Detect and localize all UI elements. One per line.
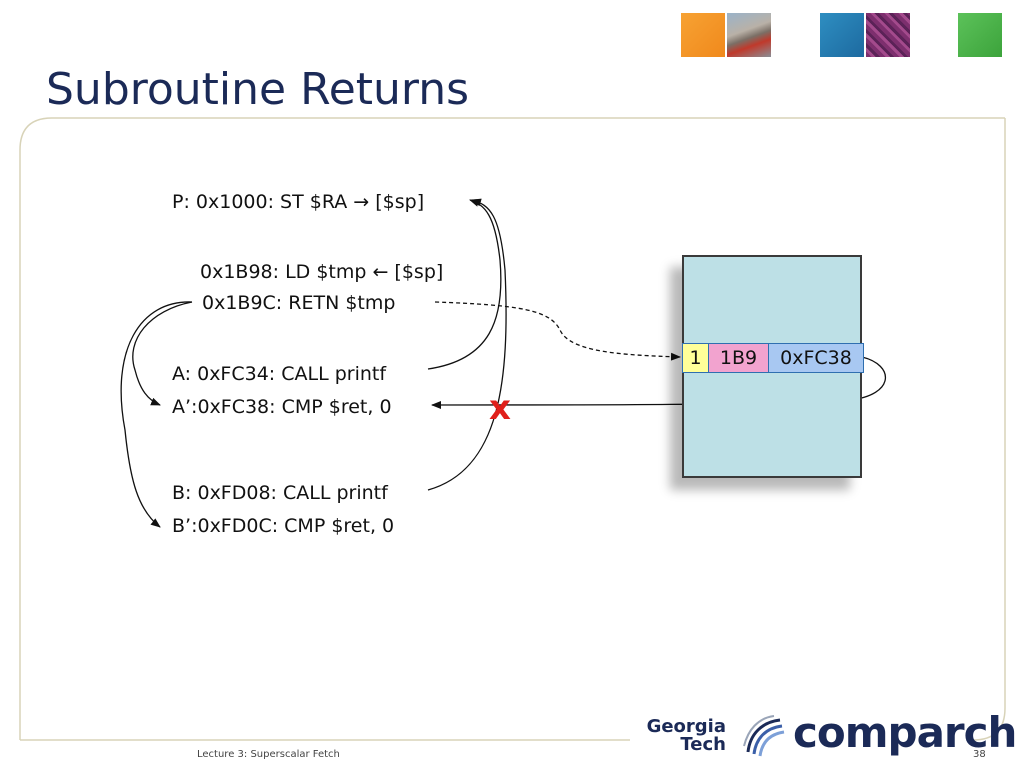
campus-photo-decoration [727,13,771,57]
orange-square-decoration [681,13,725,57]
stack-entry: 1 1B9 0xFC38 [682,343,864,373]
comparch-swirl-icon [743,715,785,757]
georgia-tech-logo: Georgia Tech [638,718,726,754]
georgia-tech-logo-line2: Tech [680,734,726,755]
return-point-a-line: A’:0xFC38: CMP $ret, 0 [172,396,392,418]
return-instruction-line: 0x1B9C: RETN $tmp [202,292,396,314]
retn-to-a-arrow [132,301,193,406]
stack-entry-valid-bit: 1 [683,344,709,372]
call-b-arrow [427,198,507,491]
stack-entry-tag: 1B9 [709,344,769,372]
page-number: 38 [973,749,986,760]
call-b-line: B: 0xFD08: CALL printf [172,482,388,504]
return-point-b-line: B’:0xFD0C: CMP $ret, 0 [172,515,395,537]
load-return-address-line: 0x1B98: LD $tmp ← [$sp] [200,261,444,283]
green-square-decoration [958,13,1002,57]
comparch-logo: comparch [793,708,1017,757]
georgia-tech-logo-line1: Georgia [646,716,726,737]
slide-title: Subroutine Returns [46,64,470,115]
blue-square-decoration [820,13,864,57]
call-a-arrow [427,199,502,370]
mispredict-x-icon: x [489,388,511,428]
store-return-address-line: P: 0x1000: ST $RA → [$sp] [172,191,425,213]
retn-to-stack-dashed-arrow [434,301,681,361]
call-a-line: A: 0xFC34: CALL printf [172,363,387,385]
retn-to-b-arrow [120,301,193,528]
stack-entry-target: 0xFC38 [769,344,863,372]
footer-lecture-title: Lecture 3: Superscalar Fetch [197,749,340,760]
circuit-photo-decoration [866,13,910,57]
